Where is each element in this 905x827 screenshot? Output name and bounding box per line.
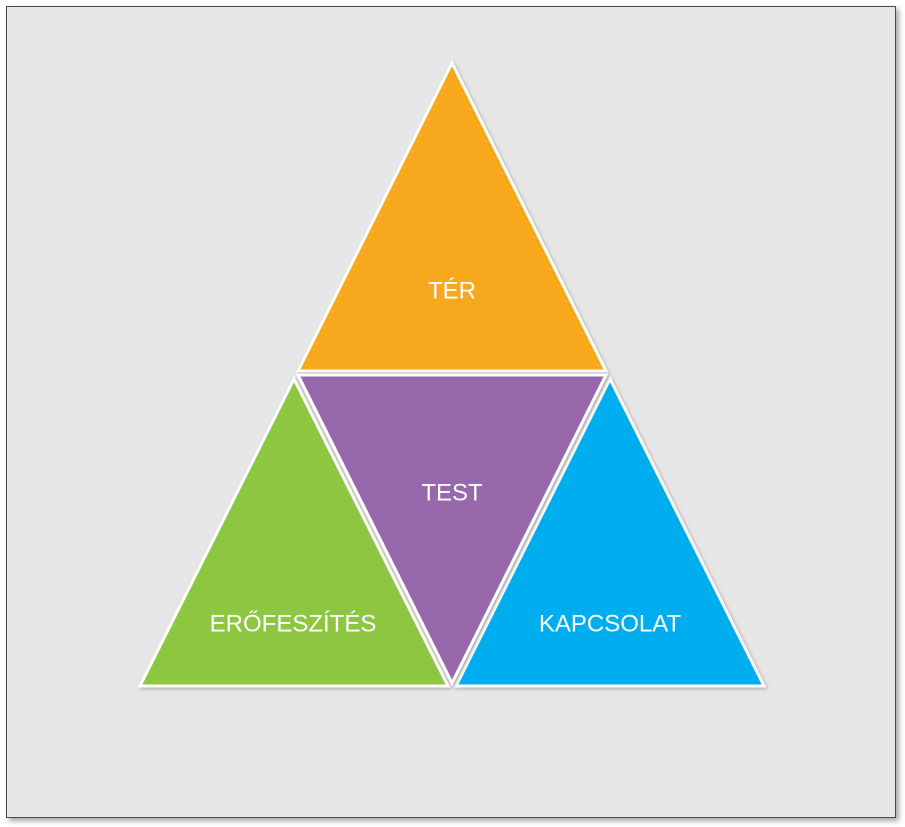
label-erofeszites: ERŐFESZÍTÉS xyxy=(210,610,377,637)
label-ter: TÉR xyxy=(428,277,476,304)
triangle-erofeszites xyxy=(137,375,451,688)
label-kapcsolat: KAPCSOLAT xyxy=(539,610,682,637)
diagram-frame: TÉR TEST ERŐFESZÍTÉS KAPCSOLAT xyxy=(6,6,896,818)
triangle-test xyxy=(295,373,609,687)
triangle-diagram: TÉR TEST ERŐFESZÍTÉS KAPCSOLAT xyxy=(7,7,895,817)
triangle-ter xyxy=(295,59,609,373)
triangle-kapcsolat xyxy=(453,375,767,688)
label-test: TEST xyxy=(421,479,483,506)
